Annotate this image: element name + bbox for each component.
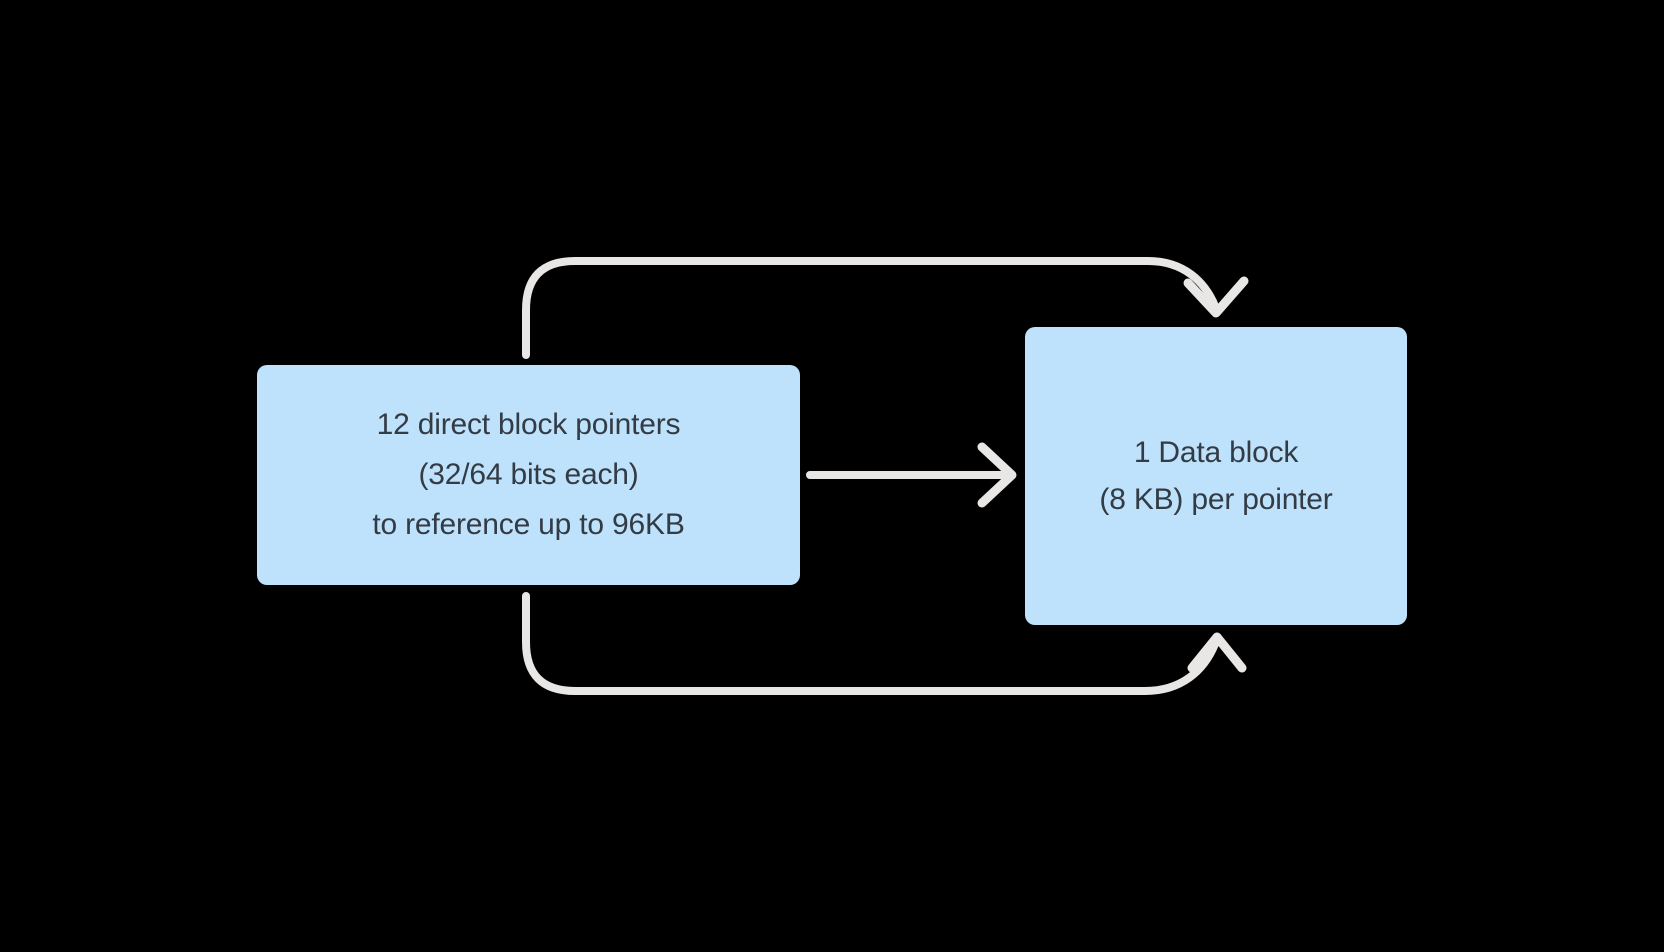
bottom-arrow-shaft: [522, 592, 1219, 695]
node-text-line: (8 KB) per pointer: [1099, 483, 1333, 516]
node-direct-block-pointers: 12 direct block pointers (32/64 bits eac…: [257, 365, 800, 585]
top-arrow-head-icon: [1183, 276, 1249, 318]
node-text-line: (32/64 bits each): [418, 458, 639, 491]
node-text-line: 12 direct block pointers: [376, 408, 681, 441]
bottom-arrow-head-icon: [1187, 632, 1247, 673]
top-arrow-shaft: [522, 257, 1219, 359]
direct-arrow: [806, 442, 1017, 508]
node-text-line: to reference up to 96KB: [372, 508, 685, 541]
bottom-curved-arrow: [522, 592, 1247, 695]
top-curved-arrow: [522, 257, 1249, 359]
node-text-line: 1 Data block: [1133, 436, 1299, 469]
direct-arrow-head-icon: [977, 442, 1017, 508]
node-data-block: 1 Data block (8 KB) per pointer: [1025, 327, 1407, 625]
